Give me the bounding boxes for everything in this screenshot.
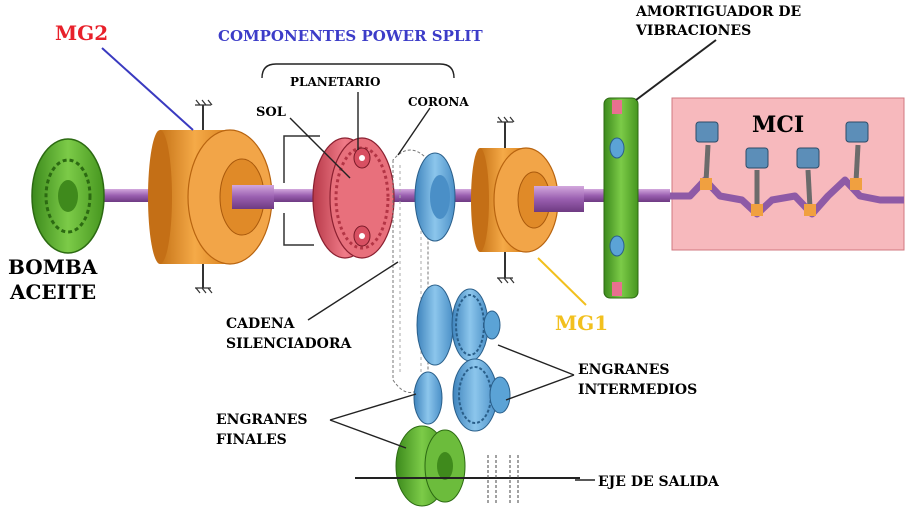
- piston: [695, 121, 719, 190]
- mci-label: MCI: [752, 112, 804, 138]
- final-gears: [395, 371, 466, 507]
- final-gears-label-line2: FINALES: [216, 432, 287, 448]
- corona-label: CORONA: [408, 95, 469, 109]
- damper-label-line2: VIBRACIONES: [635, 23, 751, 39]
- oil-pump-label-line1: BOMBA: [8, 255, 98, 279]
- intermediate-gears-label-line2: INTERMEDIOS: [578, 382, 697, 398]
- intermediate-gears-label-line1: ENGRANES: [578, 362, 670, 378]
- vibration-damper: [603, 97, 639, 299]
- sol-label: SOL: [256, 105, 286, 120]
- chain-sprocket: [414, 152, 456, 242]
- planetary-gear-set: [312, 137, 395, 259]
- final-gears-label-line1: ENGRANES: [216, 412, 308, 428]
- engine-block: [640, 97, 905, 251]
- oil-pump: [31, 138, 105, 254]
- power-split-label: COMPONENTES POWER SPLIT: [218, 27, 483, 45]
- planetario-label: PLANETARIO: [290, 75, 381, 89]
- chain-label-line1: CADENA: [226, 316, 296, 332]
- leader-lines: [101, 39, 717, 481]
- output-shaft: [355, 455, 580, 505]
- oil-pump-label-line2: ACEITE: [9, 280, 96, 304]
- mg1-motor: [471, 116, 584, 284]
- mg2-label: MG2: [55, 21, 108, 45]
- chain-label-line2: SILENCIADORA: [226, 336, 352, 352]
- piston: [745, 147, 769, 216]
- piston: [796, 147, 820, 216]
- mg1-label: MG1: [555, 311, 608, 335]
- piston: [845, 121, 869, 190]
- intermediate-gears: [416, 284, 511, 432]
- mg2-motor: [148, 99, 274, 294]
- output-shaft-label: EJE DE SALIDA: [598, 474, 720, 490]
- damper-label-line1: AMORTIGUADOR DE: [635, 4, 801, 20]
